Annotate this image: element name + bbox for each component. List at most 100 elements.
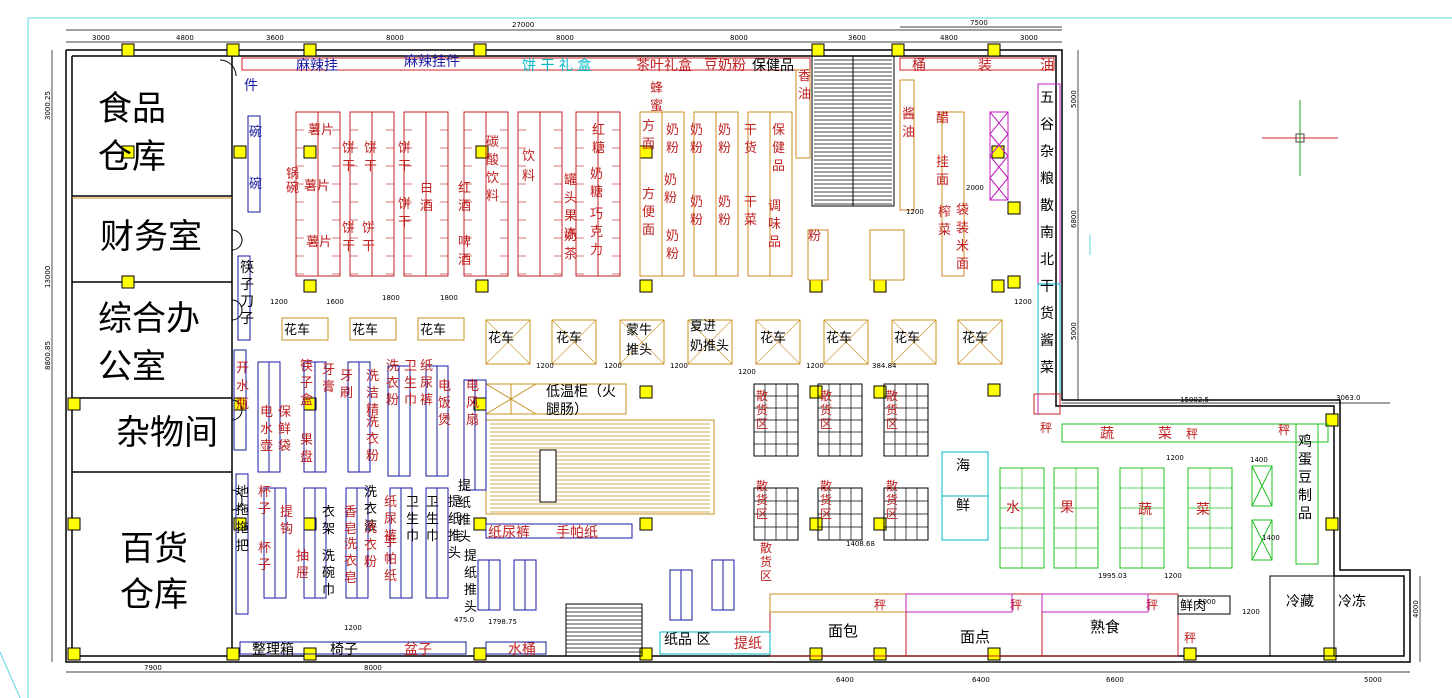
daily-aisle-label: 杯 [258, 485, 271, 500]
seafood-label: 鲜 [956, 498, 970, 514]
misc-dim: 1400 [1250, 456, 1268, 464]
room-storeroom: 杂物间 [116, 413, 218, 453]
bottom-dim: 6600 [1106, 676, 1124, 684]
column [873, 279, 887, 293]
bulk-label: 区 [760, 569, 772, 583]
column [233, 145, 247, 159]
west-kettle: 水 [236, 379, 249, 394]
daily-aisle-label: 手 [384, 535, 397, 550]
daily-aisle-label: 液 [364, 519, 377, 534]
column [639, 385, 653, 399]
veg-shelf [1061, 423, 1329, 443]
column [809, 647, 823, 661]
misc-dim: 1995.03 [1098, 572, 1127, 580]
daily-aisle-label: 子 [258, 558, 271, 573]
grains-label: 散 [1040, 198, 1054, 214]
bottom-dim: 6400 [972, 676, 990, 684]
west-mop: 拖 [236, 521, 249, 536]
room-office-2: 公室 [98, 347, 166, 387]
daily-aisle-label: 杯 [258, 541, 271, 556]
daily-aisle-label: 提 [464, 548, 477, 564]
food-aisle-label: 干 [342, 159, 355, 174]
food-aisle-label: 薯片 [308, 123, 334, 138]
food-aisle-label: 饼 [364, 141, 377, 156]
daily-aisle-label: 抽 [296, 549, 309, 564]
flower-cart-label: 花车 [894, 330, 920, 346]
food-aisle-label: 碳 [486, 135, 499, 150]
food-aisle-label: 粉 [664, 191, 677, 206]
column [303, 145, 317, 159]
food-aisle-label: 果 [564, 209, 577, 224]
right-dim: 5000 [1070, 322, 1078, 340]
food-aisle-label: 饼 [398, 141, 411, 156]
daily-aisle-label: 牙 [340, 369, 353, 384]
food-aisle-label: 饼 [398, 197, 411, 212]
food-aisle-label: 醋 [936, 110, 949, 126]
daily-aisle-label: 生 [404, 376, 417, 391]
west-mop: 地 [236, 485, 249, 500]
food-aisle-label: 干 [398, 215, 411, 230]
food-aisle-label: 薯片 [306, 235, 332, 250]
food-aisle-label: 干 [744, 123, 757, 138]
food-aisle-label: 便 [642, 205, 655, 220]
food-aisle-label: 油 [902, 125, 915, 140]
daily-aisle-label: 头 [464, 600, 477, 615]
bulk-label: 区 [820, 417, 832, 431]
paper-zone-label: 纸品 区 [664, 632, 710, 648]
daily-aisle-label: 卫 [406, 495, 419, 510]
column [873, 385, 887, 399]
daily-aisle-label: 电 [260, 405, 273, 420]
food-aisle-label: 味 [768, 217, 781, 232]
fruit-label: 果 [1060, 500, 1074, 516]
flower-cart-label: 蒙牛 [626, 323, 652, 338]
column [1325, 517, 1339, 531]
food-aisle-label: 装 [956, 221, 969, 236]
misc-dim: 1200 [1166, 454, 1184, 462]
column [67, 397, 81, 411]
daily-aisle-label: 香 [344, 505, 357, 520]
daily-aisle-label: 卫 [426, 495, 439, 510]
scale-label: 秤 [1040, 421, 1052, 435]
top-shelf-tea-gift: 茶叶礼盒 [636, 57, 692, 74]
left-dim: 13000 [44, 266, 52, 288]
daily-aisle-label: 头 [458, 530, 471, 545]
daily-aisle-label: 提 [458, 478, 471, 494]
veg-label: 菜 [1158, 426, 1172, 442]
grains-label: 粮 [1040, 171, 1054, 187]
top-dim: 8000 [730, 34, 748, 42]
flower-cart-label: 推头 [626, 343, 652, 358]
flower-cart [957, 319, 1003, 365]
food-aisle-label: 蜂 [650, 81, 663, 96]
misc-dim: 1200 [270, 298, 288, 306]
fresh-cross-box [1251, 519, 1273, 561]
column [121, 43, 135, 57]
diaper-label: 纸尿裤 [488, 525, 530, 541]
cart-cross [891, 319, 937, 365]
daily-aisle-label: 风 [466, 396, 479, 411]
food-aisle-label: 挂 [936, 155, 949, 170]
bulk-label: 散 [756, 388, 768, 403]
food-aisle-shelves [295, 111, 621, 277]
misc-dim: 15002.5 [1180, 396, 1209, 404]
misc-dim: 2000 [1198, 598, 1216, 606]
food-aisle-label: 干 [364, 159, 377, 174]
food-aisle-label: 品 [772, 159, 785, 174]
right-dim: 4000 [1412, 600, 1420, 618]
food-aisle-label: 货 [744, 140, 757, 156]
column [1007, 275, 1021, 289]
flower-cart [551, 319, 597, 365]
misc-dim: 1200 [1242, 608, 1260, 616]
west-mop: 拖 [236, 503, 249, 518]
food-aisle-label: 啤 [458, 235, 471, 250]
top-dim: 3000 [1020, 34, 1038, 42]
west-chopsticks: 子 [240, 277, 254, 293]
food-aisle-label: 力 [590, 243, 603, 258]
food-aisle-label: 粉 [666, 141, 679, 156]
flower-cart-row: 花车花车花车花车花车蒙牛推头夏进奶推头花车花车花车花车 [281, 317, 1003, 365]
food-aisle-label: 面 [936, 173, 949, 188]
grains-label: 杂 [1040, 144, 1054, 160]
west-bowl: 碗 [249, 176, 262, 192]
food-aisle-label: 奶 [666, 123, 679, 138]
food-aisle-label: 奶 [690, 195, 703, 210]
flower-cart [417, 317, 465, 341]
